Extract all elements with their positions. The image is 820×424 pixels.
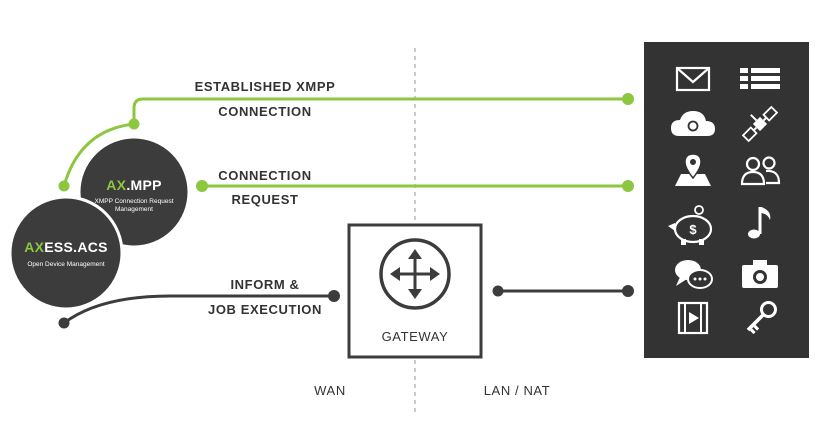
svg-text:$: $: [689, 222, 697, 237]
axess-subtitle: Open Device Management: [27, 261, 105, 268]
inform-label-line1: INFORM &: [230, 277, 299, 292]
xmpp-bend-dot: [128, 118, 140, 130]
axess-brand: AXESS.ACS: [24, 239, 108, 255]
camera-icon: [742, 260, 778, 288]
devices-panel-bg: [644, 42, 809, 358]
cloud-icon: [671, 111, 715, 136]
axmpp-subtitle-1: XMPP Connection Request: [94, 198, 173, 205]
request-start-dot: [196, 180, 208, 192]
axess-circle: [8, 195, 124, 311]
chat-bubble-icon: [675, 260, 713, 289]
axmpp-brand-suffix: .MPP: [126, 177, 161, 193]
gateway-label: GATEWAY: [382, 329, 449, 344]
xmpp-label-line1: ESTABLISHED XMPP: [195, 79, 336, 94]
lan-start-dot: [492, 285, 504, 297]
inform-end-dot: [328, 290, 340, 302]
xmpp-end-dot: [622, 93, 634, 105]
key-icon: [746, 301, 777, 335]
request-end-dot: [622, 180, 634, 192]
envelope-icon: [675, 66, 711, 92]
video-icon: [677, 301, 709, 335]
inform-line: [63, 294, 334, 325]
lan-label: LAN / NAT: [484, 383, 551, 398]
devices-panel: $: [644, 42, 809, 358]
gateway-box: GATEWAY: [347, 223, 483, 359]
map-pin-icon: [675, 153, 711, 186]
xmpp-start-dot: [58, 180, 70, 192]
axess-node: AXESS.ACS Open Device Management: [8, 195, 124, 311]
inform-label-line2: JOB EXECUTION: [208, 302, 322, 317]
axmpp-brand-prefix: AX: [106, 177, 126, 193]
axmpp-subtitle-2: Management: [115, 206, 153, 213]
wan-label: WAN: [314, 383, 346, 398]
lan-end-dot: [622, 285, 634, 297]
axess-brand-prefix: AX: [24, 239, 44, 255]
piggy-bank-icon: $: [668, 205, 713, 245]
request-label-line2: REQUEST: [231, 192, 298, 207]
music-note-icon: [748, 207, 771, 239]
router-icon: [379, 238, 451, 310]
satellite-icon: [741, 105, 779, 143]
axess-brand-suffix: ESS.ACS: [44, 239, 108, 255]
xmpp-label-line2: CONNECTION: [218, 104, 311, 119]
request-label-line1: CONNECTION: [218, 168, 311, 183]
inform-start-dot: [58, 317, 70, 329]
axmpp-brand: AX.MPP: [106, 177, 162, 193]
list-icon: [740, 68, 780, 89]
router-arrows-icon: [390, 249, 440, 299]
users-icon: [740, 156, 781, 186]
